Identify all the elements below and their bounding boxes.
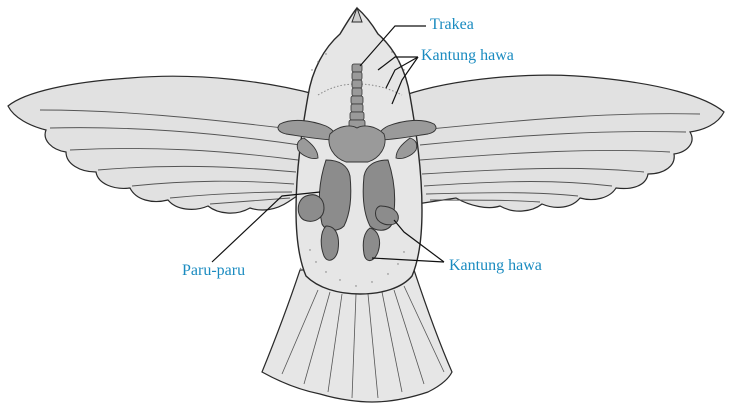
label-trakea: Trakea: [430, 16, 474, 34]
right-wing: [405, 75, 724, 211]
left-wing: [8, 76, 318, 213]
label-kantung-hawa-upper: Kantung hawa: [421, 47, 514, 65]
label-kantung-hawa-lower: Kantung hawa: [449, 257, 542, 275]
label-paru-paru: Paru-paru: [182, 262, 245, 280]
